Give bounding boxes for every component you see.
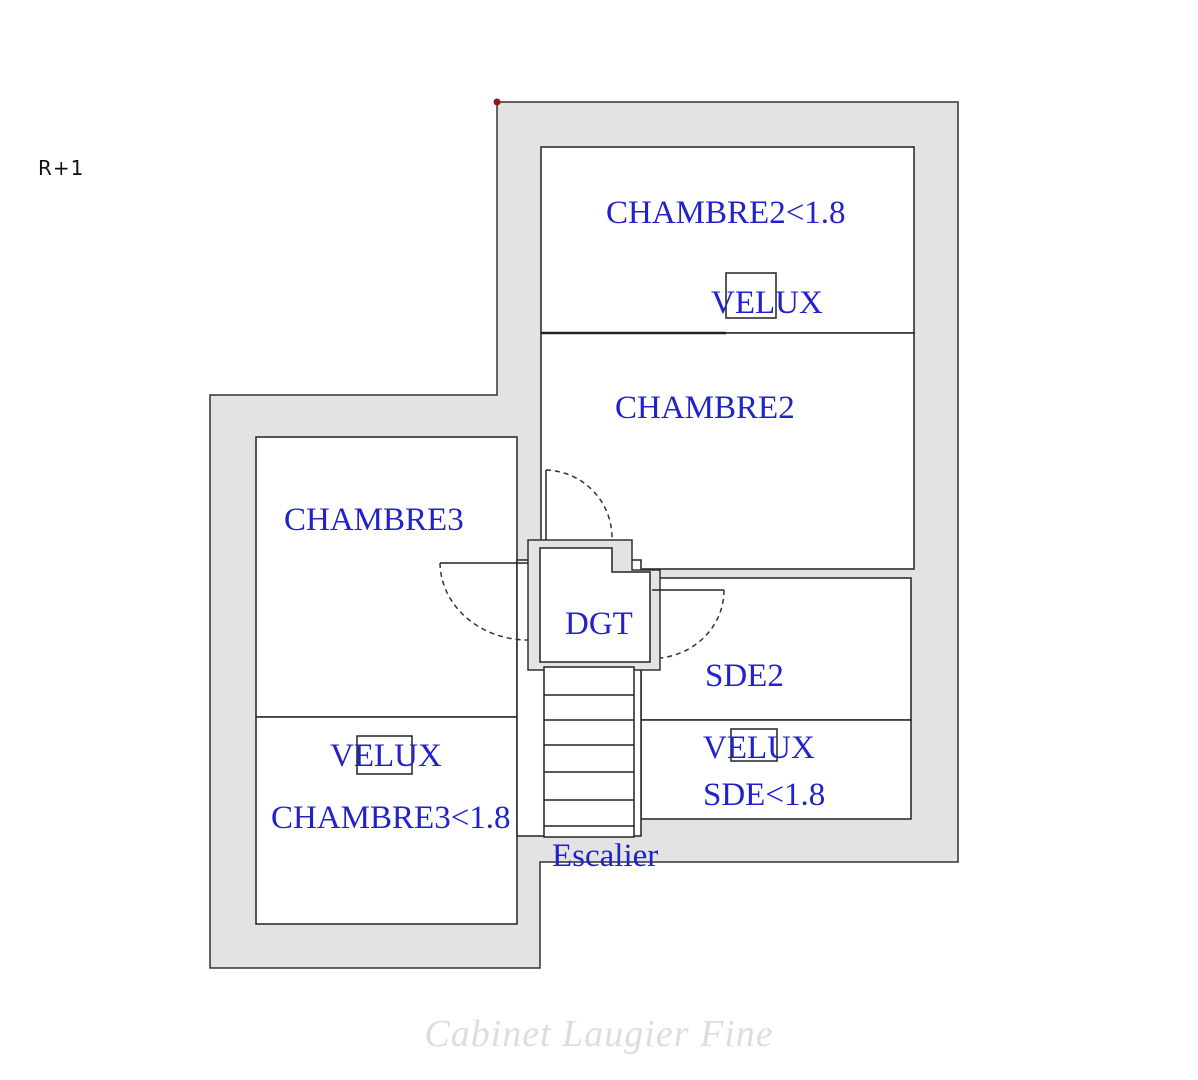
room-chambre3 bbox=[255, 436, 518, 718]
room-dgt bbox=[539, 547, 651, 663]
door-swing-sde2 bbox=[659, 589, 725, 659]
label-chambre3: CHAMBRE3 bbox=[284, 502, 464, 538]
room-chambre2-low bbox=[540, 146, 915, 334]
corner-marker bbox=[493, 98, 501, 106]
velux-chambre2-window bbox=[725, 272, 777, 319]
stair-steps bbox=[544, 694, 634, 827]
room-chambre2 bbox=[540, 332, 915, 570]
floor-label: R+1 bbox=[38, 156, 85, 180]
staircase bbox=[543, 666, 635, 838]
label-velux-chambre3: VELUX bbox=[330, 738, 442, 774]
label-dgt: DGT bbox=[565, 606, 633, 642]
velux-chambre3-window bbox=[356, 735, 413, 775]
room-sde-low bbox=[640, 719, 912, 820]
label-chambre3-low: CHAMBRE3<1.8 bbox=[271, 800, 511, 836]
label-escalier: Escalier bbox=[552, 838, 659, 874]
watermark: Cabinet Laugier Fine bbox=[424, 1013, 774, 1055]
door-swing-chambre2 bbox=[545, 469, 613, 541]
label-velux-sde: VELUX bbox=[703, 730, 815, 766]
label-sde2: SDE2 bbox=[705, 658, 784, 694]
label-velux-chambre2: VELUX bbox=[711, 285, 823, 321]
label-chambre2-low: CHAMBRE2<1.8 bbox=[606, 195, 846, 231]
room-sde2 bbox=[640, 577, 912, 721]
door-swing-chambre3 bbox=[439, 562, 529, 641]
velux-sde-window bbox=[730, 728, 778, 762]
label-sde-low: SDE<1.8 bbox=[703, 777, 826, 813]
label-chambre2: CHAMBRE2 bbox=[615, 390, 795, 426]
